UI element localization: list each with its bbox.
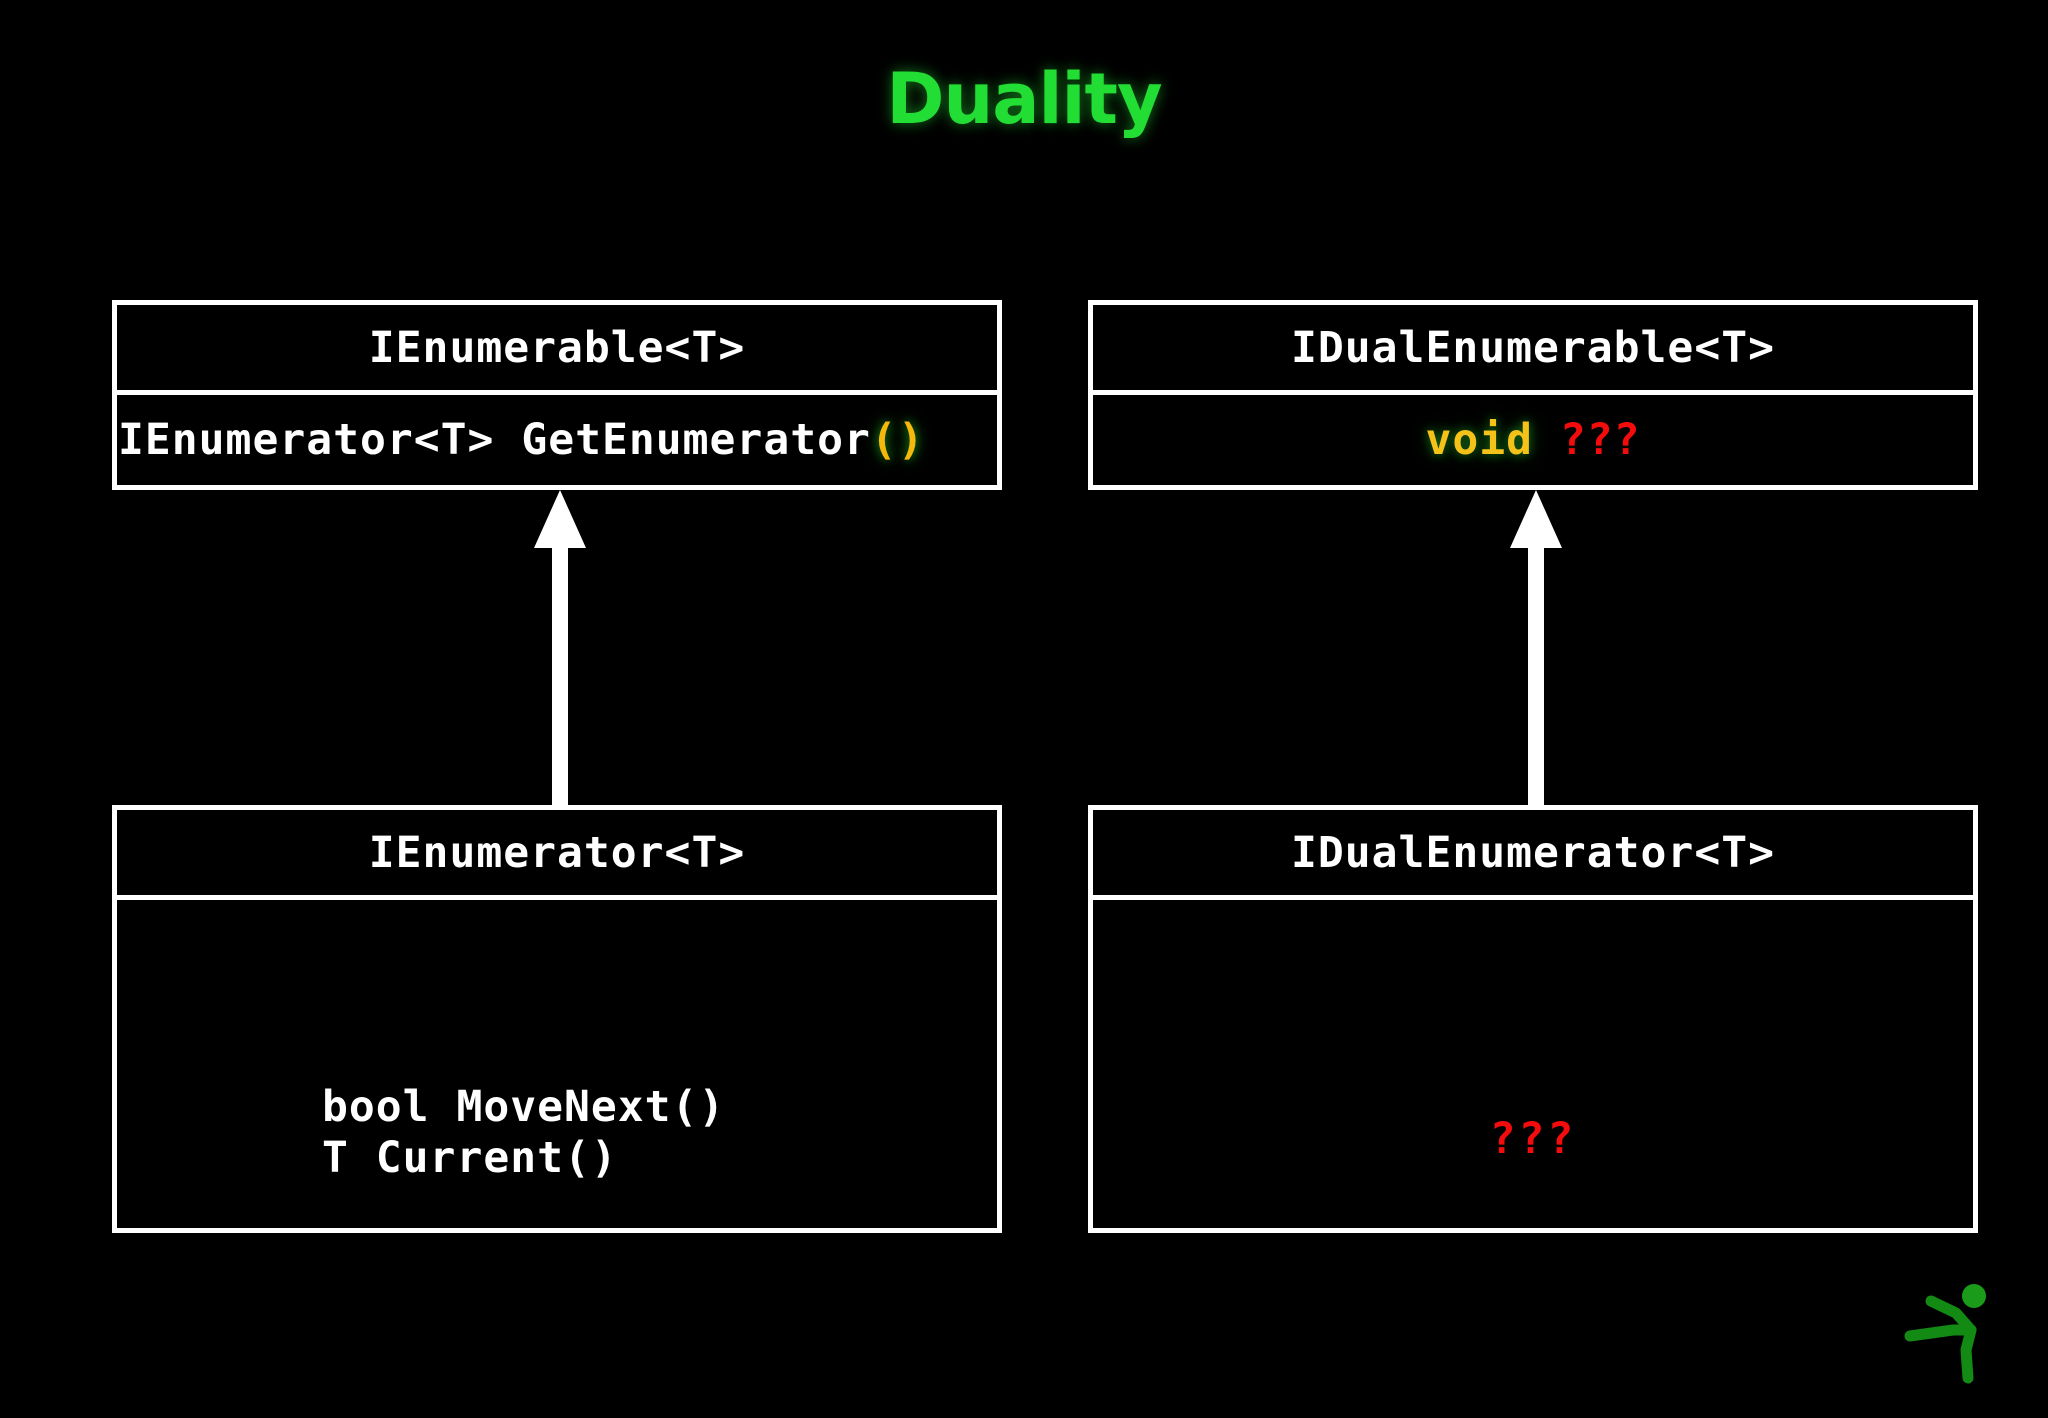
method-current: T Current()	[322, 1132, 618, 1183]
unknown-placeholder: ???	[1559, 415, 1641, 465]
uml-class-ienumerable: IEnumerable<T> IEnumerator<T> GetEnumera…	[112, 300, 1002, 490]
method-void-unknown: void ???	[1425, 415, 1640, 465]
method-signature-text: IEnumerator<T> GetEnumerator	[118, 415, 871, 465]
generalization-arrow-icon-left	[534, 490, 586, 808]
class-body-idualenumerator: ???	[1093, 900, 1973, 1228]
class-header-ienumerator: IEnumerator<T>	[117, 810, 997, 900]
uml-class-idualenumerator: IDualEnumerator<T> ???	[1088, 805, 1978, 1233]
method-list: bool MoveNext() T Current()	[322, 1082, 725, 1183]
running-figure-logo-icon	[1904, 1284, 1986, 1384]
class-body-ienumerable: IEnumerator<T> GetEnumerator()	[117, 395, 997, 485]
unknown-placeholder: ???	[1489, 1114, 1577, 1164]
class-header-idualenumerable: IDualEnumerable<T>	[1093, 305, 1973, 395]
method-get-enumerator: IEnumerator<T> GetEnumerator()	[112, 415, 1002, 465]
class-body-ienumerator: bool MoveNext() T Current()	[117, 900, 997, 1228]
generalization-arrow-icon-right	[1510, 490, 1562, 808]
method-move-next: bool MoveNext()	[322, 1082, 726, 1132]
uml-class-idualenumerable: IDualEnumerable<T> void ???	[1088, 300, 1978, 490]
keyword-void: void	[1425, 415, 1533, 465]
method-space	[1533, 415, 1560, 465]
method-parentheses: ()	[870, 415, 925, 465]
class-header-ienumerable: IEnumerable<T>	[117, 305, 997, 395]
class-header-idualenumerator: IDualEnumerator<T>	[1093, 810, 1973, 900]
page-title: Duality	[886, 58, 1162, 140]
uml-class-ienumerator: IEnumerator<T> bool MoveNext() T Current…	[112, 805, 1002, 1233]
class-body-idualenumerable: void ???	[1093, 395, 1973, 485]
